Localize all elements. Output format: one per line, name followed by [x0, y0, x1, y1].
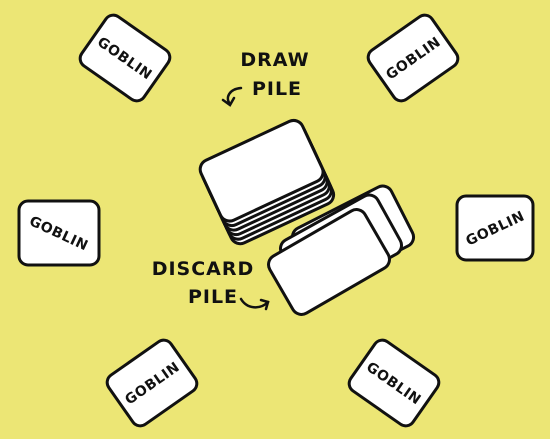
- draw-pile-label-line1: DRAW: [240, 49, 309, 71]
- goblin-card-bottom-left[interactable]: GOBLIN: [104, 337, 201, 430]
- curved-arrow-icon: [221, 86, 243, 107]
- discard-pile-label-line2: PILE: [188, 286, 238, 308]
- draw-pile-label-line2: PILE: [252, 78, 302, 100]
- goblin-card-bottom-right[interactable]: GOBLIN: [346, 337, 443, 430]
- goblin-card-top-left[interactable]: GOBLIN: [77, 12, 174, 105]
- curved-arrow-icon: [239, 297, 270, 311]
- discard-pile-label-line1: DISCARD: [152, 258, 255, 280]
- discard-pile[interactable]: [265, 183, 417, 318]
- goblin-card-left[interactable]: GOBLIN: [17, 199, 101, 267]
- draw-pile[interactable]: [197, 117, 337, 247]
- goblin-card-right[interactable]: GOBLIN: [455, 194, 535, 262]
- goblin-card-top-right[interactable]: GOBLIN: [365, 12, 462, 105]
